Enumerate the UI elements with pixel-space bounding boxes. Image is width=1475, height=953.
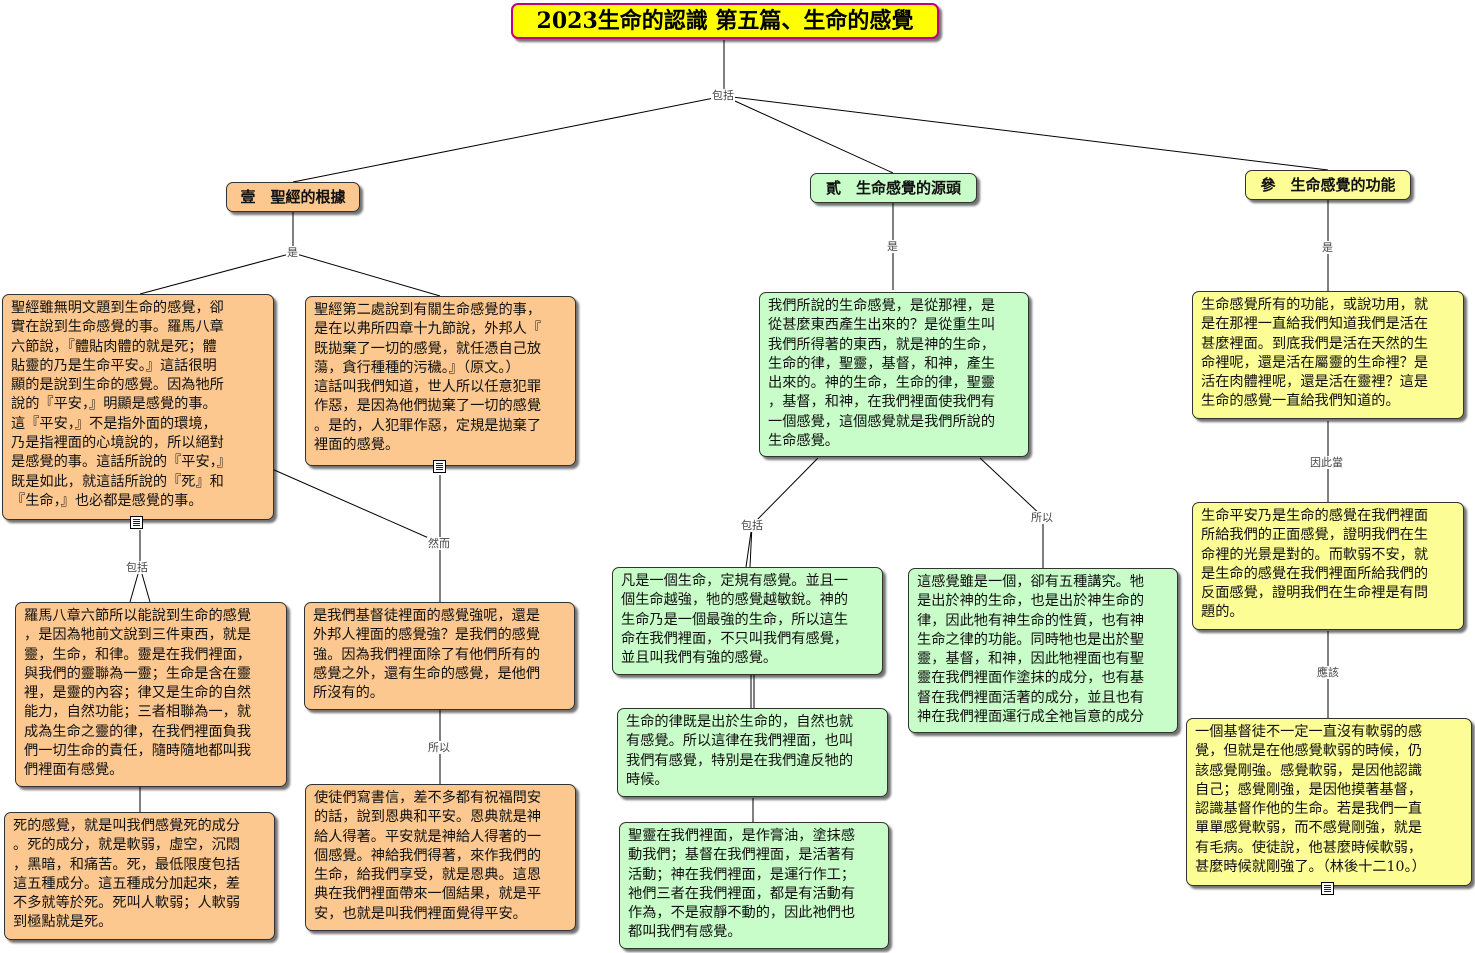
node-ephesians-4-19[interactable]: 聖經第二處說到有關生命感覺的事， 是在以弗所四章十九節說，外邦人『 既拋棄了一切… — [305, 296, 576, 466]
link-label-b2: 是 — [886, 240, 899, 253]
node-spirit-life-law[interactable]: 羅馬八章六節所以能說到生命的感覺 ，是因為牠前文說到三件東西，就是 靈，生命，和… — [15, 602, 287, 787]
link-label-g1-right: 所以 — [1030, 511, 1054, 524]
node-function-knowing-where-we-live[interactable]: 生命感覺所有的功能，或說功用，就 是在那裡一直給我們知道我們是活在 甚麼裡面。到… — [1192, 291, 1464, 419]
node-spirit-christ-god-active[interactable]: 聖靈在我們裡面，是作膏油，塗抹感 動我們；基督在我們裡面，是活著有 活動；神在我… — [619, 822, 889, 949]
link-label-n2-child: 然而 — [427, 537, 451, 550]
link-label-b3: 是 — [1321, 241, 1334, 254]
note-icon[interactable] — [433, 460, 446, 473]
link-label-y1-child: 因此當 — [1309, 456, 1344, 469]
link-label-y2-child: 應該 — [1316, 666, 1340, 679]
branch-function-of-life-sense[interactable]: 參 生命感覺的功能 — [1245, 170, 1411, 200]
node-peace-positive-sense[interactable]: 生命平安乃是生命的感覺在我們裡面 所給我們的正面感覺，證明我們在生 命裡的光景是… — [1192, 502, 1464, 630]
note-icon[interactable] — [1321, 882, 1334, 895]
node-five-aspects[interactable]: 這感覺雖是一個，卻有五種講究。牠 是出於神的生命，也是出於神生命的 律，因此牠有… — [908, 568, 1178, 733]
node-weak-yet-strong[interactable]: 一個基督徒不一定一直沒有軟弱的感 覺，但就是在他感覺軟弱的時候，仍 該感覺剛強。… — [1186, 718, 1472, 886]
map-title[interactable]: 2023生命的認識 第五篇、生命的感覺 — [511, 3, 939, 39]
link-label-n1-child: 包括 — [125, 561, 149, 574]
link-label-g1-left: 包括 — [740, 519, 764, 532]
node-source-from-regeneration[interactable]: 我們所說的生命感覺，是從那裡，是 從甚麼東西產生出來的？是從重生叫 我們所得著的… — [759, 292, 1029, 457]
link-label-b1: 是 — [286, 246, 299, 259]
node-christian-sense-stronger[interactable]: 是我們基督徒裡面的感覺強呢，還是 外邦人裡面的感覺強？是我們的感覺 強。因為我們… — [304, 602, 575, 710]
node-romans-8-6[interactable]: 聖經雖無明文題到生命的感覺，卻 實在說到生命感覺的事。羅馬八章 六節說，『體貼肉… — [2, 294, 274, 520]
branch-source-of-life-sense[interactable]: 貳 生命感覺的源頭 — [810, 173, 977, 203]
link-label-n6-child: 所以 — [427, 741, 451, 754]
node-life-has-sense[interactable]: 凡是一個生命，定規有感覺。並且一 個生命越強，牠的感覺越敏銳。神的 生命乃是一個… — [612, 567, 883, 675]
node-grace-and-peace[interactable]: 使徒們寫書信，差不多都有祝福問安 的話，說到恩典和平安。恩典就是神 給人得著。平… — [305, 784, 576, 931]
node-sense-of-death[interactable]: 死的感覺，就是叫我們感覺死的成分 。死的成分，就是軟弱，虛空，沉悶 ，黑暗，和痛… — [4, 812, 275, 940]
link-label-root: 包括 — [711, 89, 735, 102]
branch-scripture-basis[interactable]: 壹 聖經的根據 — [226, 182, 360, 212]
node-law-of-life-sense[interactable]: 生命的律既是出於生命的，自然也就 有感覺。所以這律在我們裡面，也叫 我們有感覺，… — [617, 708, 888, 797]
note-icon[interactable] — [130, 516, 143, 529]
